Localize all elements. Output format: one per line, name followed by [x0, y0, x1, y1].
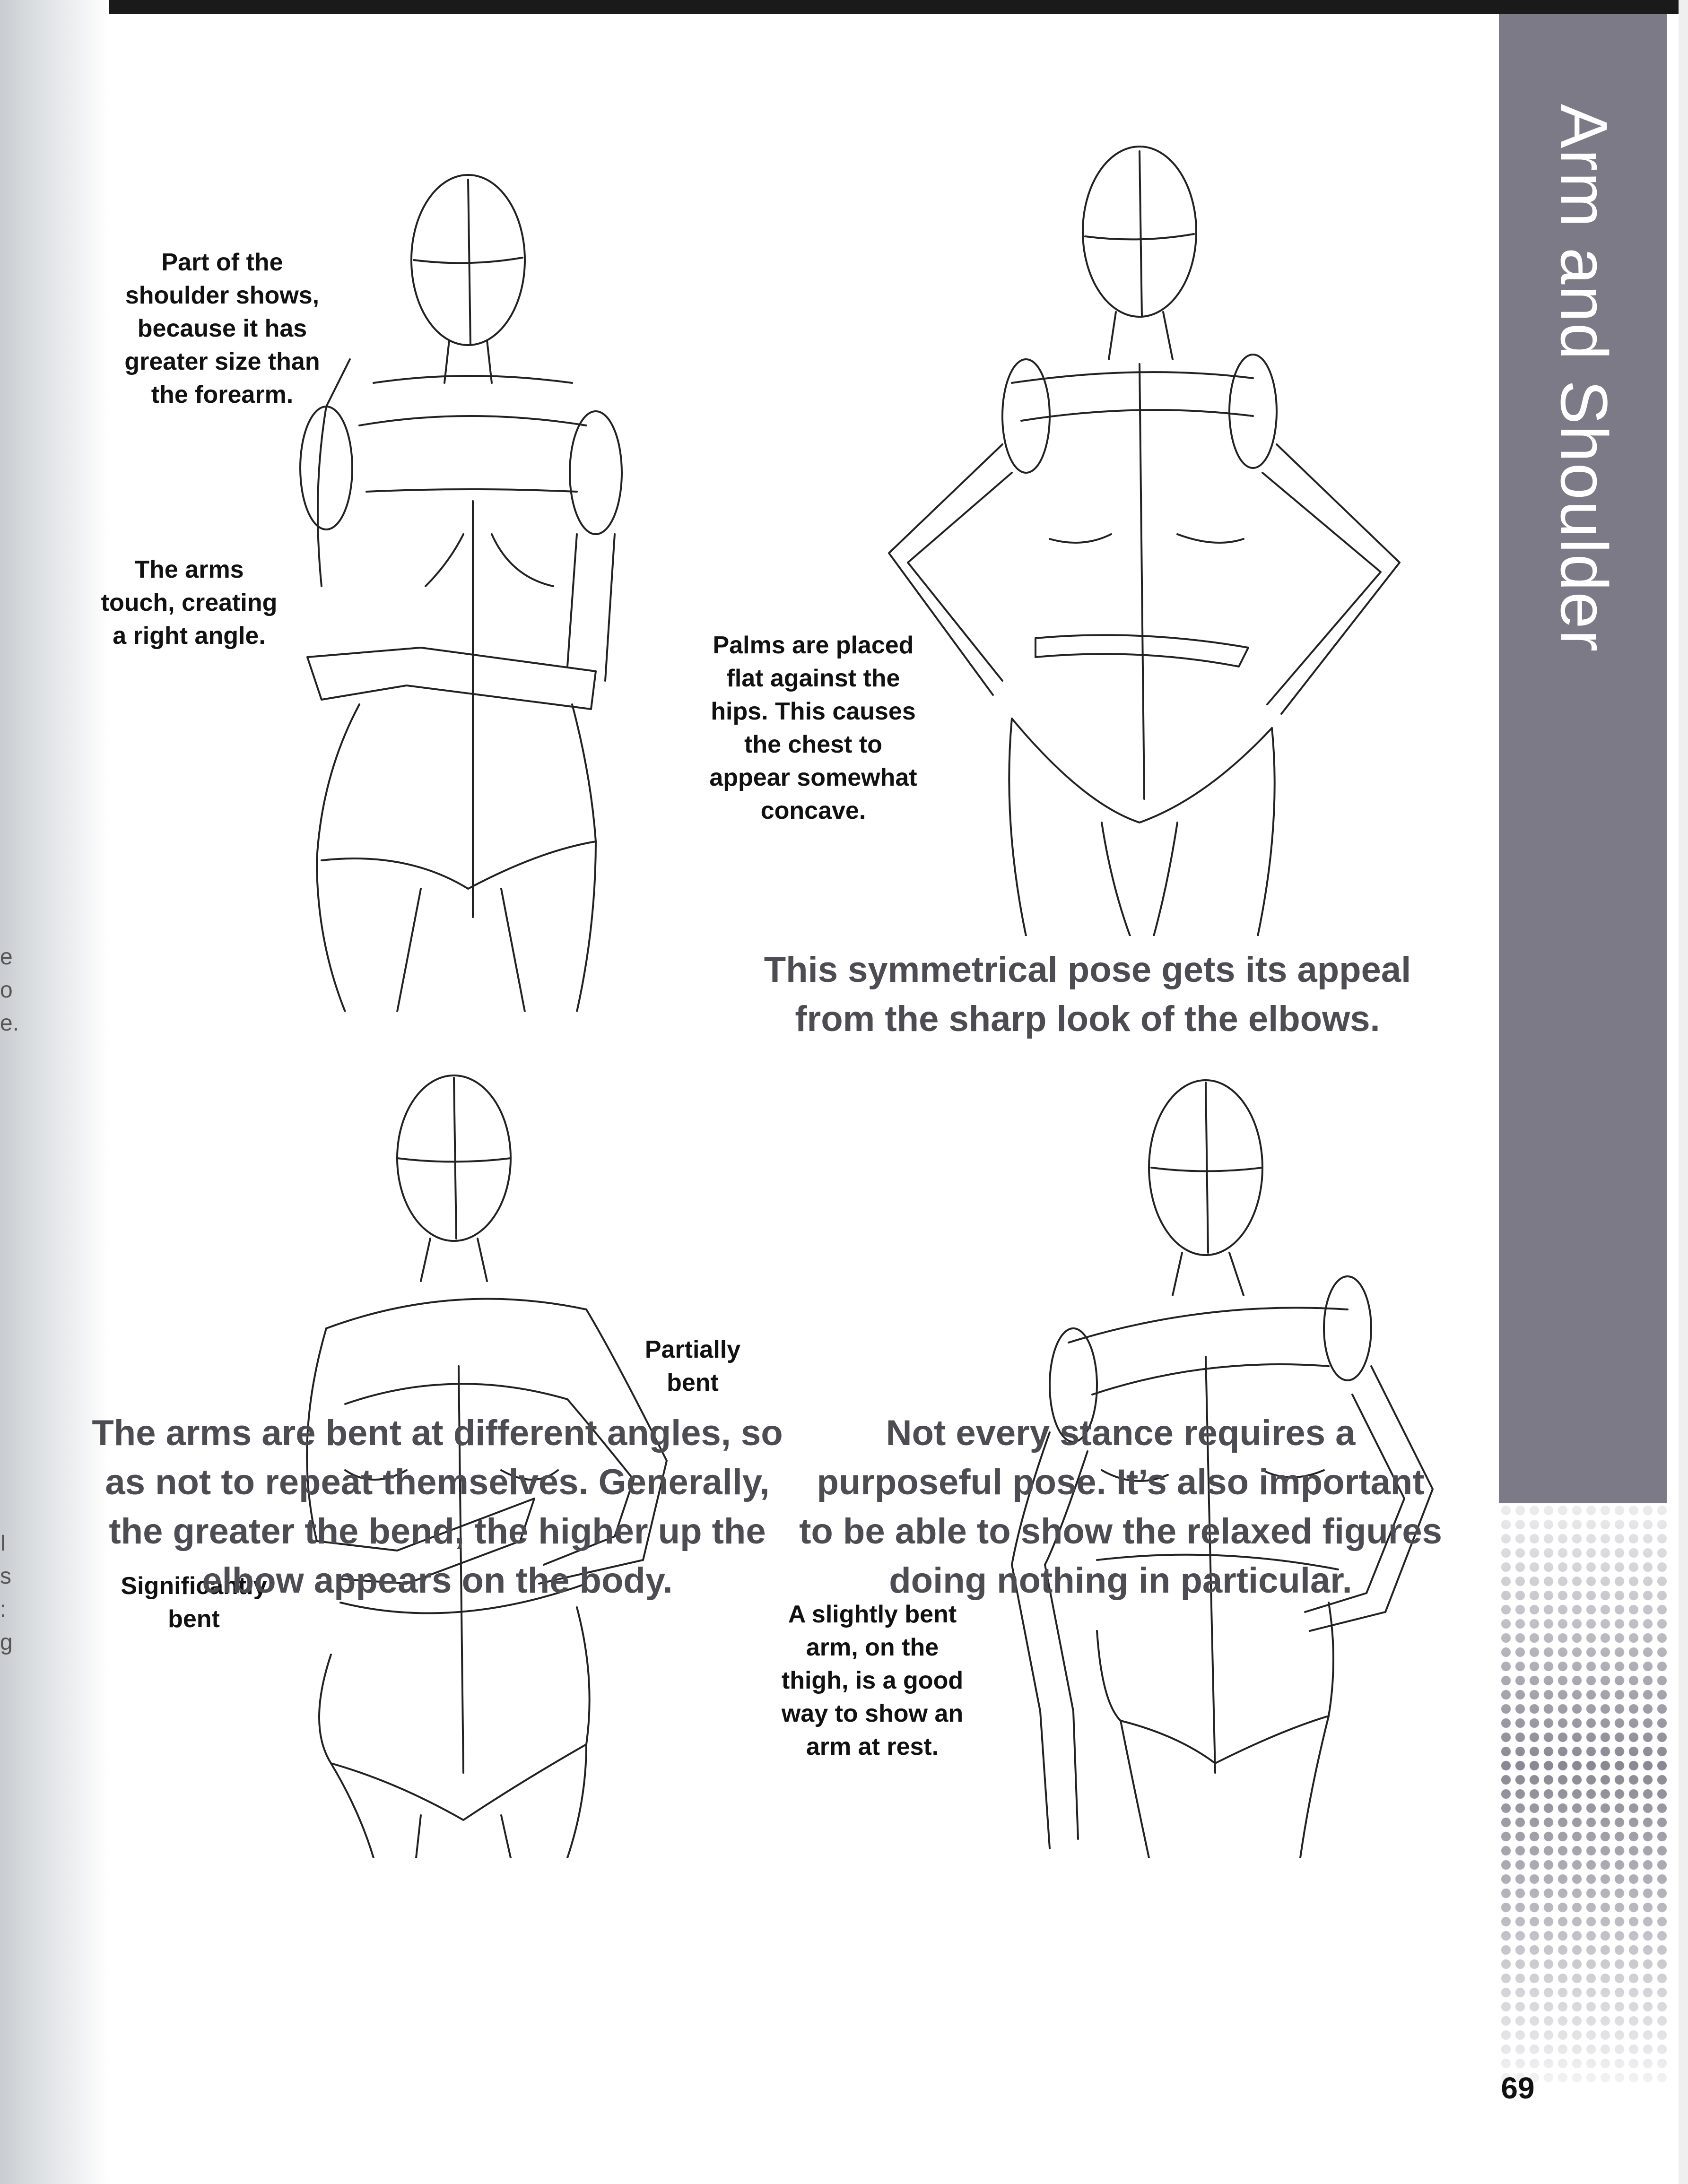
chapter-banner: [1499, 14, 1667, 1503]
caption-angles: The arms are bent at different angles, s…: [92, 1413, 783, 1601]
page-number: 69: [1501, 2071, 1535, 2105]
note-partially-bent: Partially bent: [644, 1336, 741, 1396]
halftone-pattern: [1499, 1503, 1667, 2085]
binding-shadow: [0, 0, 109, 2184]
figure-relaxed-stance: [979, 1064, 1461, 1858]
note-palms: Palms are placed flat against the hips. …: [709, 632, 917, 824]
note-shoulder: Part of the shoulder shows, because it h…: [124, 249, 320, 408]
caption-stance: Not every stance requires a purposeful p…: [799, 1413, 1442, 1601]
figure-different-angles: [255, 1064, 709, 1858]
page-edge: [1679, 0, 1688, 2184]
figure-arms-touch: [265, 161, 643, 1012]
note-significantly-bent: Significantly bent: [121, 1572, 267, 1633]
figure-hands-on-hips: [846, 137, 1428, 936]
top-band: [0, 0, 1688, 14]
note-arms-touch: The arms touch, creating a right angle.: [101, 556, 278, 650]
note-slightly-bent: A slightly bent arm, on the thigh, is a …: [781, 1601, 964, 1760]
caption-symmetrical: This symmetrical pose gets its appeal fr…: [764, 950, 1411, 1039]
chapter-title: Arm and Shoulder Poses: [1405, 104, 1621, 653]
